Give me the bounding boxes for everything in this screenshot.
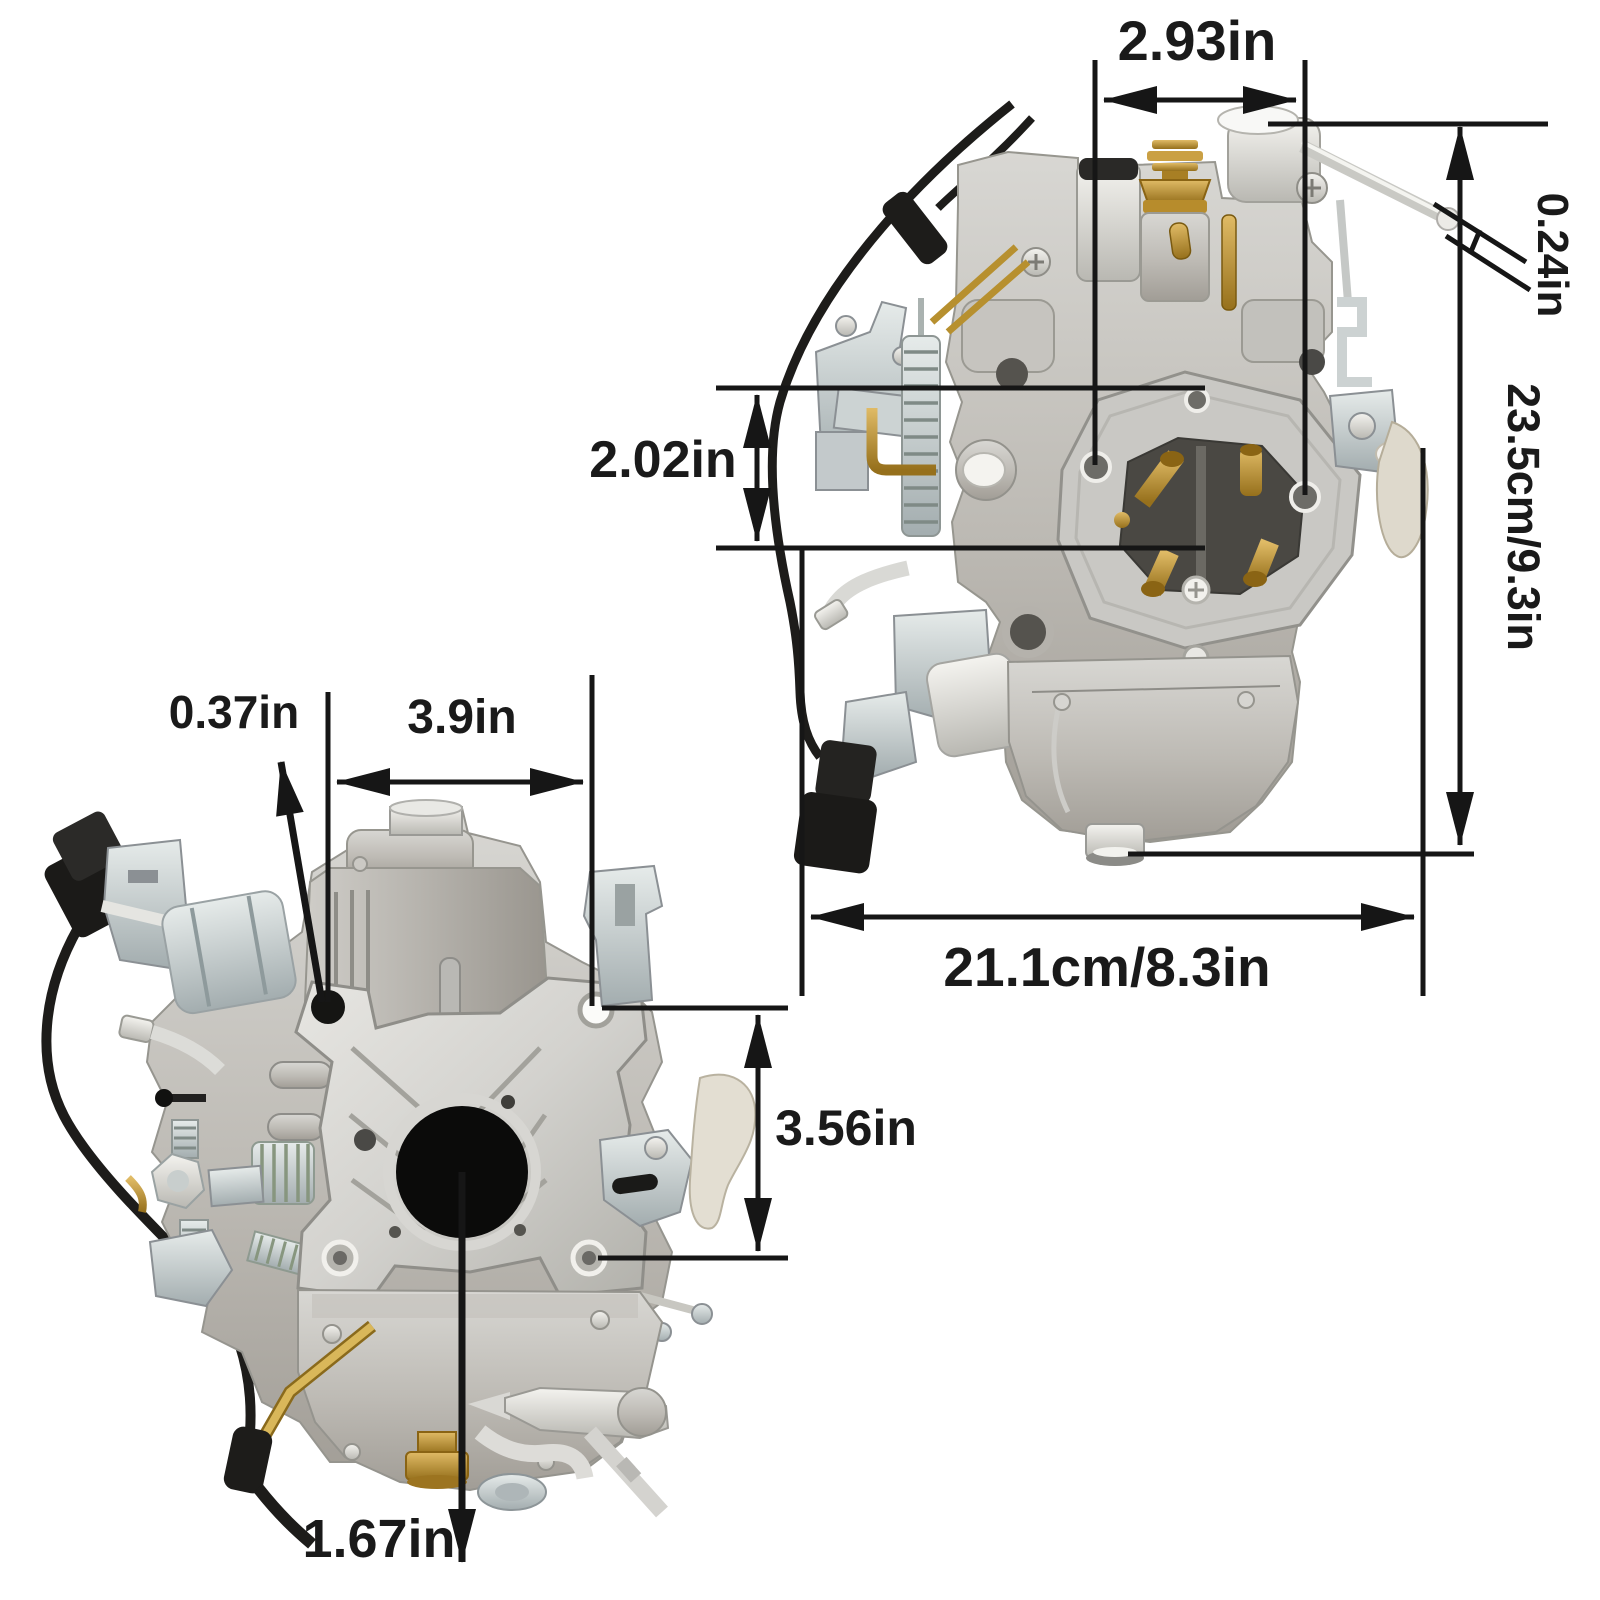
- side-screw-slot: [1028, 254, 1044, 270]
- dimension-flange-height: [598, 1005, 788, 1261]
- side-brass-jet-small: [1114, 512, 1130, 528]
- dimension-top-width: [1092, 60, 1308, 495]
- side-cam-lever: [1376, 420, 1429, 559]
- carburetor-side-view-photo: [767, 100, 1460, 874]
- front-bracket-slot: [128, 870, 158, 883]
- side-mount-flange: [1056, 370, 1362, 650]
- side-brass-tube: [1221, 214, 1237, 311]
- dimension-length: [799, 448, 1426, 996]
- side-connector: [793, 740, 877, 874]
- dimensions-side-view: [716, 60, 1548, 996]
- side-body-hole: [996, 358, 1028, 390]
- side-throttle-linkage: [1299, 140, 1460, 559]
- front-wire-end: [253, 1484, 316, 1549]
- front-solenoid: [161, 890, 297, 1015]
- front-right-bracket: [582, 864, 664, 1008]
- side-left-tower-cap: [1079, 158, 1138, 180]
- label-hole-diameter: 0.37in: [169, 686, 299, 738]
- front-choke-lever: [688, 1073, 757, 1230]
- front-banjo-elbow: [474, 1425, 594, 1480]
- side-brass-jet-2-mouth: [1240, 444, 1262, 456]
- dimensions-front-view: [276, 675, 788, 1563]
- front-black-pin: [612, 1173, 658, 1195]
- side-brass-rods: [929, 244, 1031, 335]
- side-cavity-divider: [1196, 446, 1206, 588]
- label-flange-height: 3.56in: [775, 1100, 917, 1156]
- side-choke-spring: [901, 298, 941, 537]
- dimension-arrow-hole-diameter: [276, 761, 326, 1003]
- rod-diameter-tick: [1467, 229, 1483, 255]
- front-pipe-tip: [118, 1014, 155, 1043]
- side-brass-jet-3-mouth: [1141, 581, 1165, 597]
- side-fuel-pipe-tip: [814, 598, 849, 631]
- label-length: 21.1cm/8.3in: [943, 936, 1270, 998]
- side-brass-jet-4-mouth: [1243, 571, 1267, 587]
- label-hole-spacing: 2.02in: [589, 431, 736, 489]
- side-ear-hole: [1002, 606, 1054, 658]
- side-left-tower: [1076, 162, 1141, 282]
- side-venturi-cavity: [1118, 436, 1306, 596]
- rod-diameter-line-2: [1444, 233, 1532, 293]
- front-wire-boot: [223, 1426, 273, 1494]
- dimension-labels: 2.93in 0.24in 2.02in 23.5cm/9.3in 21.1cm…: [169, 9, 1577, 1569]
- front-brass-arc: [125, 1175, 147, 1213]
- front-pump-arm-tip: [468, 1392, 510, 1420]
- label-flange-width: 3.9in: [407, 691, 516, 744]
- label-rod-diameter: 0.24in: [1528, 193, 1577, 318]
- front-fuel-pipe: [149, 1025, 225, 1076]
- front-brass-fitting-top: [417, 1431, 457, 1455]
- side-brass-jet-2: [1240, 448, 1262, 496]
- side-brass-jet-1-mouth: [1160, 451, 1184, 467]
- dimension-rod-diameter: [1432, 201, 1532, 293]
- side-rubber-boot: [882, 191, 948, 265]
- front-float-bowl: [297, 1288, 670, 1518]
- side-brass-lpipe: [866, 408, 936, 476]
- dimension-flange-width: [325, 675, 595, 1006]
- side-choke-bore: [962, 452, 1006, 488]
- carburetor-front-view-photo: [41, 799, 757, 1549]
- label-bore-diameter: 1.67in: [302, 1509, 455, 1569]
- front-mount-plate: [294, 976, 648, 1300]
- label-height: 23.5cm/9.3in: [1498, 383, 1549, 651]
- label-top-width: 2.93in: [1118, 9, 1277, 72]
- side-brass-stub: [1169, 222, 1192, 260]
- dimension-hole-spacing: [716, 385, 1205, 551]
- front-left-cluster: [125, 1025, 333, 1308]
- front-right-cluster: [582, 864, 757, 1342]
- side-float-bowl: [1006, 654, 1300, 866]
- side-flange-hole-top: [1184, 387, 1210, 413]
